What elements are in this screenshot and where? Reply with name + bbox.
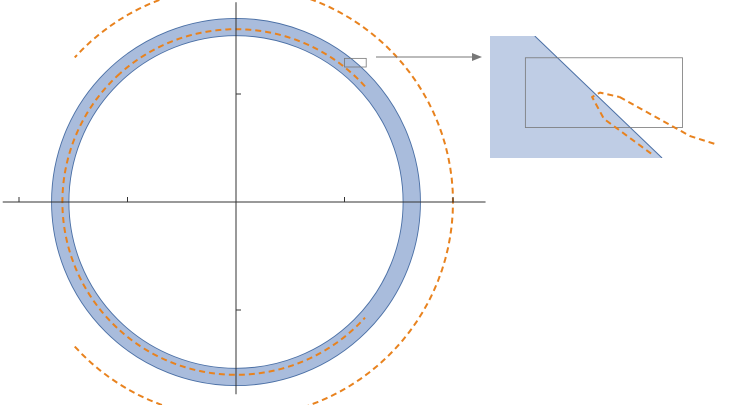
inset-content <box>490 36 683 158</box>
inset-annulus-edge <box>534 36 663 158</box>
inset-zoom-box <box>524 57 683 128</box>
zoom-inset <box>490 36 719 158</box>
dashed-curve-arc <box>119 28 366 88</box>
inset-dashed-curve <box>591 91 652 155</box>
dashed-curve-arc <box>119 316 366 376</box>
zoom-source-box <box>344 57 367 68</box>
main-plot <box>2 0 486 405</box>
inset-annulus-region <box>490 36 663 158</box>
inset-dashed-curve-tail <box>619 96 719 146</box>
